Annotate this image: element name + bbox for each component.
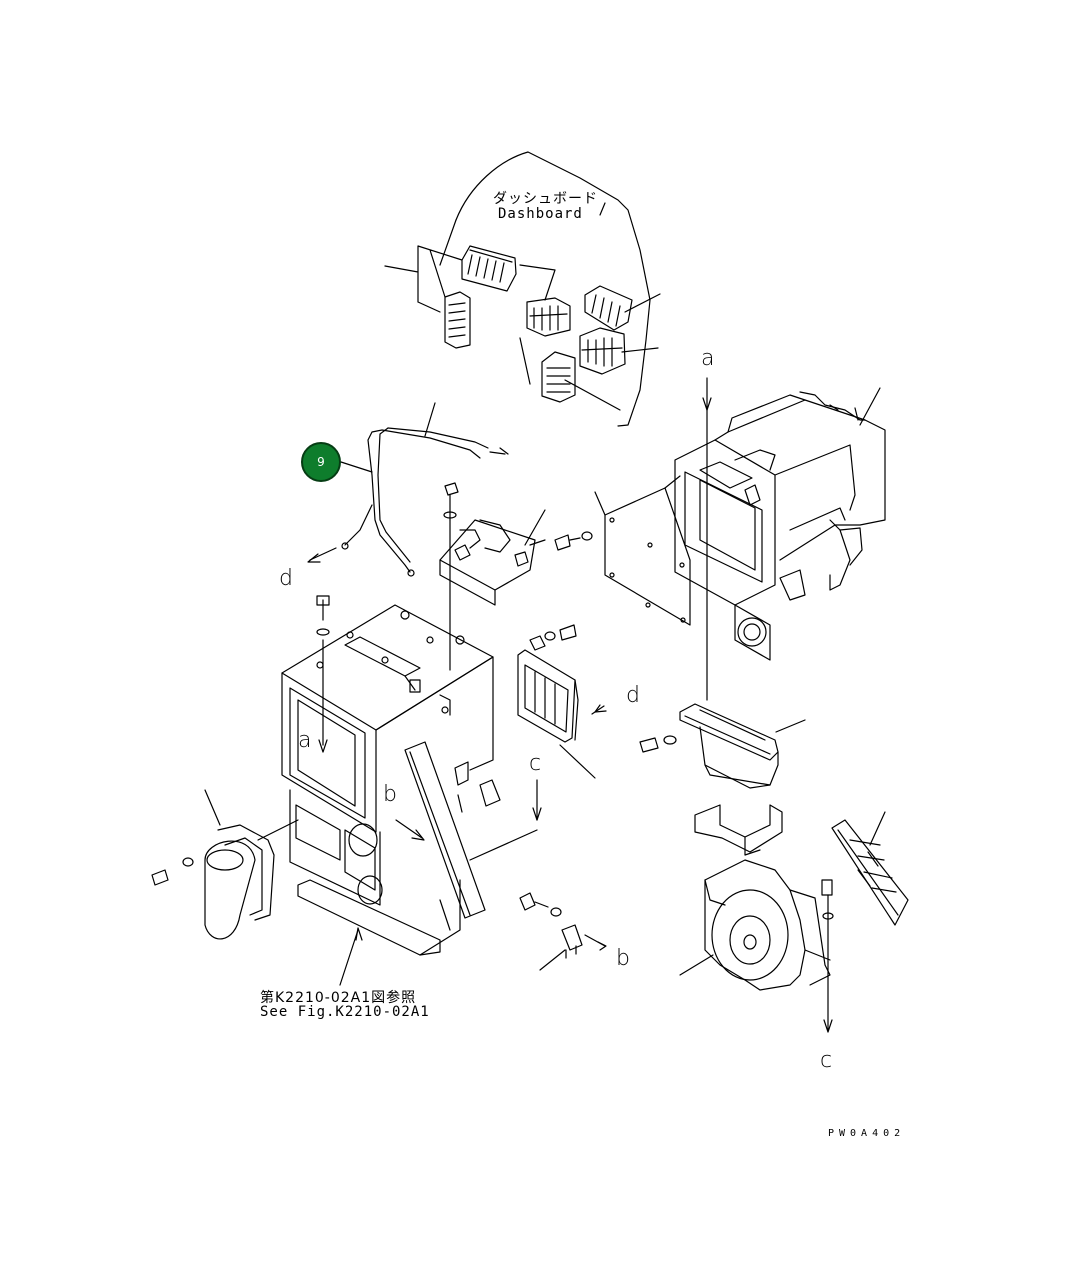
ref-label-c-bottom: c [820, 1048, 833, 1073]
ref-label-a-left: a [298, 728, 312, 753]
ref-label-a-top: a [701, 346, 715, 371]
relay [519, 892, 607, 971]
dashboard-label-en: Dashboard [498, 206, 583, 222]
part-callout-badge[interactable]: 9 [301, 442, 341, 482]
see-fig-label-jp: 第K2210-02A1図参照 [260, 990, 417, 1006]
dashboard-label-jp: ダッシュボード [493, 191, 598, 207]
vent-middle [526, 297, 571, 337]
duct-clamp [694, 804, 783, 856]
air-filter [831, 811, 909, 926]
callout-number: 9 [317, 455, 325, 469]
ref-label-c-mid: c [529, 751, 542, 776]
main-frame [281, 595, 501, 956]
side-duct [151, 789, 299, 940]
vent-left [444, 291, 471, 349]
heater-unit [594, 377, 886, 701]
ref-arrows [307, 547, 542, 986]
valve-bracket [439, 482, 593, 671]
see-fig-label-en: See Fig.K2210-02A1 [260, 1004, 430, 1020]
vent-right-lower [579, 327, 626, 375]
vent-right-upper [584, 285, 633, 331]
dashboard-outline [455, 151, 651, 427]
ref-label-b-left: b [383, 782, 397, 807]
dashboard-group [384, 151, 661, 427]
vent-bottom [541, 351, 576, 403]
drawing-code: PW0A402 [828, 1128, 906, 1139]
tube-assembly [340, 402, 509, 577]
outlet-duct [639, 703, 806, 789]
filter-housing [517, 624, 607, 779]
ref-label-b-bottom: b [616, 946, 630, 971]
ref-label-d-right: d [626, 683, 640, 708]
vent-center [461, 245, 517, 292]
ref-label-d-left: d [279, 566, 293, 591]
blower-fan [679, 859, 834, 1033]
